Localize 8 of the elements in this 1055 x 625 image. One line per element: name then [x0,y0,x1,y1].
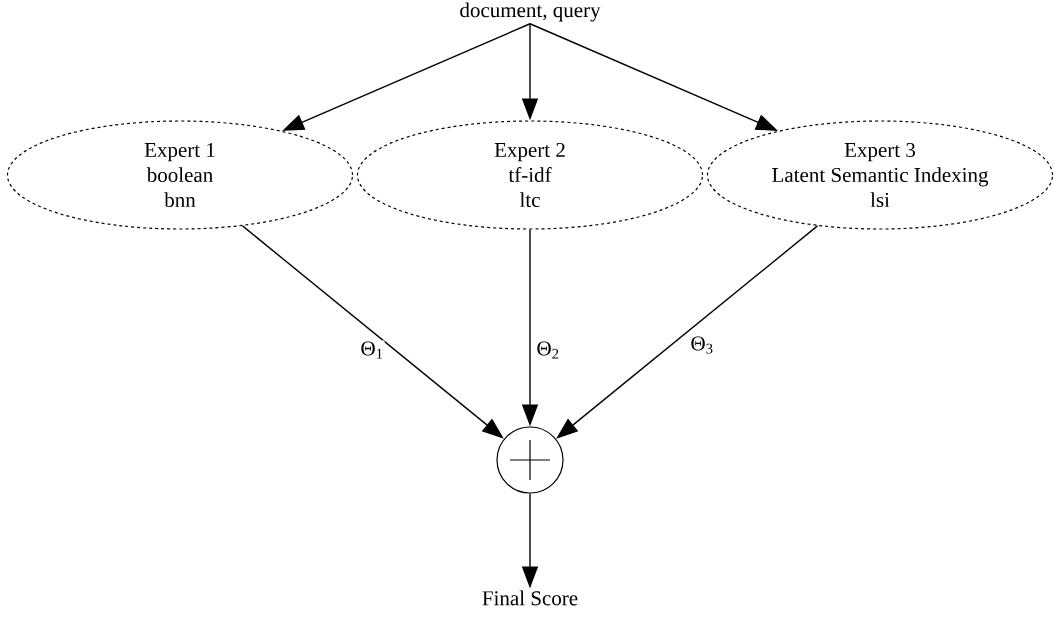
node-label: document, query [460,2,601,22]
edge-label: Θ$_{1}$ [359,340,385,360]
edge-label: Θ$_{2}$ [535,340,561,360]
edge-label: Θ$_{3}$ [689,335,715,355]
sum-circle [496,426,564,494]
node-label: Final Score [482,590,578,606]
arrow [241,225,504,439]
arrow [556,225,819,439]
